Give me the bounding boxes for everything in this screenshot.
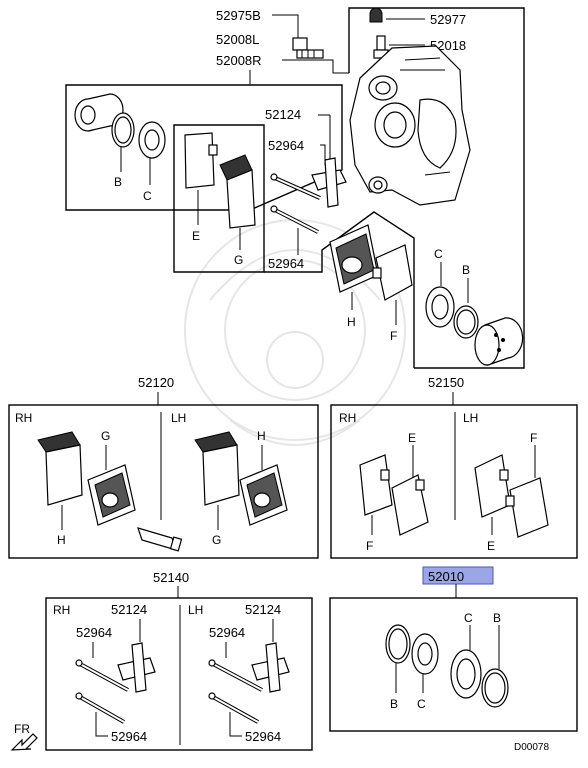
label-52964-lh2: 52964 — [245, 729, 281, 744]
label-fr: FR — [14, 722, 30, 736]
shim-e-lh — [474, 454, 511, 518]
label-52964-top1: 52964 — [268, 138, 304, 153]
front-arrow-icon — [10, 733, 38, 751]
bleeder-cap — [369, 7, 383, 23]
front-arrow: FR — [10, 722, 38, 751]
pad-h-top — [329, 224, 379, 293]
label-rh-52150: RH — [339, 411, 356, 425]
label-f-rh: F — [366, 539, 373, 553]
label-c-right: C — [434, 247, 443, 261]
label-52124-lh: 52124 — [245, 602, 281, 617]
label-b-bottom-left: B — [390, 697, 398, 711]
pad-h-lh — [239, 464, 288, 526]
label-h-rh: H — [57, 533, 66, 547]
pad-g-rh — [87, 464, 136, 526]
label-c-top: C — [143, 189, 152, 203]
diagram-id: D00078 — [514, 742, 549, 753]
label-52124-rh: 52124 — [111, 602, 147, 617]
label-e-top: E — [192, 229, 200, 243]
label-g-rh: G — [101, 429, 110, 443]
kit-52010: 52010 B C C B — [329, 566, 578, 732]
label-52964-rh1: 52964 — [76, 625, 112, 640]
label-f-lh: F — [530, 431, 537, 445]
label-52975b: 52975B — [216, 8, 261, 23]
pin-top1 — [270, 173, 321, 200]
label-52964-lh1: 52964 — [209, 625, 245, 640]
boot-c-bottom-right — [450, 649, 482, 699]
label-52008r: 52008R — [216, 53, 262, 68]
seal-b-right — [453, 305, 479, 339]
label-c-bottom-left: C — [417, 697, 426, 711]
bleeder-screw — [292, 37, 324, 59]
label-e-lh: E — [487, 539, 495, 553]
kit-52120: 52120 RH LH H G G — [8, 375, 319, 559]
seal-b-top — [111, 112, 135, 148]
label-e-rh: E — [408, 431, 416, 445]
label-lh-52140: LH — [188, 603, 203, 617]
label-52124-top: 52124 — [265, 107, 301, 122]
pin-lh1 — [208, 659, 263, 692]
clip-lh — [251, 642, 290, 693]
label-f-top: F — [390, 329, 397, 343]
pin-rh1 — [75, 659, 129, 692]
caliper-body — [349, 45, 471, 206]
label-lh-52150: LH — [463, 411, 478, 425]
label-52150: 52150 — [428, 375, 464, 390]
label-52120: 52120 — [138, 375, 174, 390]
label-52140: 52140 — [153, 570, 189, 585]
boot-c-top — [138, 121, 166, 159]
label-h-lh: H — [257, 429, 266, 443]
label-52964-top2: 52964 — [268, 256, 304, 271]
label-c-bottom-right: C — [464, 611, 473, 625]
label-52977: 52977 — [430, 12, 466, 27]
label-rh-52120: RH — [15, 411, 32, 425]
boot-c-bottom-left — [411, 633, 439, 675]
pad-f-top — [372, 244, 413, 301]
pad-e-top — [184, 132, 218, 189]
seal-b-bottom-left — [385, 624, 411, 664]
grease-tube — [137, 527, 183, 552]
clip-rh — [117, 642, 156, 693]
label-rh-52140: RH — [53, 603, 70, 617]
pad-g-top — [219, 154, 256, 229]
kit-52140: 52140 RH LH 52124 52964 52964 52124 — [45, 570, 313, 751]
clip-top — [311, 157, 347, 208]
label-52008l: 52008L — [216, 32, 259, 47]
label-g-top: G — [234, 253, 243, 267]
kit-52150: 52150 RH LH F E E F — [330, 375, 578, 559]
label-b-top: B — [114, 175, 122, 189]
pin-top2 — [270, 205, 319, 234]
pad-g-lh — [194, 431, 240, 506]
seal-b-bottom-right — [481, 668, 509, 708]
pin-lh2 — [208, 692, 259, 724]
piston-right — [474, 317, 524, 366]
pad-h-rh — [37, 431, 83, 506]
label-lh-52120: LH — [171, 411, 186, 425]
label-52964-rh2: 52964 — [111, 729, 147, 744]
label-g-lh: G — [212, 533, 221, 547]
pin-rh2 — [75, 692, 125, 724]
label-h-top: H — [347, 315, 356, 329]
highlight-52010[interactable] — [422, 566, 494, 585]
label-b-bottom-right: B — [493, 611, 501, 625]
shim-e-rh — [391, 474, 429, 536]
shim-f-rh — [359, 454, 393, 516]
label-52010: 52010 — [428, 569, 464, 584]
boot-c-right — [425, 286, 455, 328]
label-b-right: B — [462, 263, 470, 277]
shim-f-lh — [505, 477, 549, 538]
caliper-assembly: 52975B 52977 52018 52008L 52008R — [65, 7, 525, 369]
